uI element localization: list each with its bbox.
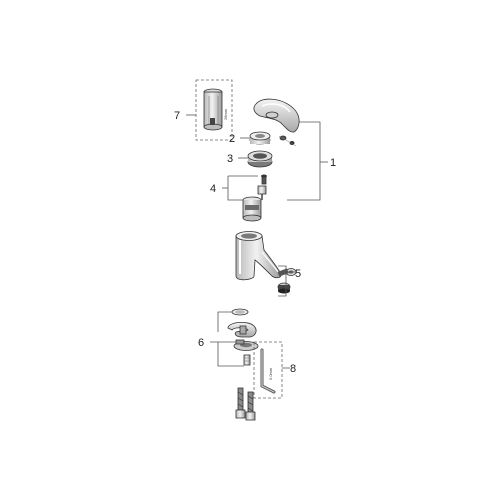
fixing-bracket-6 <box>227 322 257 338</box>
set-screw <box>278 135 297 147</box>
callout-7: 7 <box>174 110 180 122</box>
bracket-5 <box>278 265 287 297</box>
flex-hoses <box>235 387 256 421</box>
callout-4: 4 <box>210 183 216 195</box>
threaded-rod-6 <box>243 354 251 366</box>
callout-8: 8 <box>290 363 296 375</box>
tool-7-size-label: 28mm <box>223 108 228 120</box>
callout-1: 1 <box>330 157 336 169</box>
callout-2: 2 <box>229 133 235 145</box>
nut-ring-3 <box>247 150 273 168</box>
small-screw-4 <box>261 174 267 185</box>
hex-key-8-dashed-box <box>253 341 283 399</box>
cartridge-4 <box>242 185 267 222</box>
callout-6: 6 <box>198 337 204 349</box>
leader-6-upper <box>217 311 232 332</box>
tool-7-group: 28mm <box>195 79 233 141</box>
washer-6 <box>233 339 259 351</box>
aerator-5 <box>277 268 297 294</box>
o-ring-6 <box>231 308 249 316</box>
adapter-ring-2 <box>249 131 271 145</box>
tool-7-socket <box>203 88 223 131</box>
lever-handle <box>253 98 300 133</box>
hex-key-8-group: 5.0mm <box>253 341 283 399</box>
tool-7-dashed-box <box>195 79 233 141</box>
leader-6-lower <box>217 342 244 367</box>
hex-key-8-size-label: 5.0mm <box>268 367 273 380</box>
callout-5: 5 <box>295 268 301 280</box>
bracket-1 <box>287 121 328 201</box>
callout-3: 3 <box>227 153 233 165</box>
leader-4-lower <box>227 176 243 201</box>
faucet-body <box>235 231 282 281</box>
